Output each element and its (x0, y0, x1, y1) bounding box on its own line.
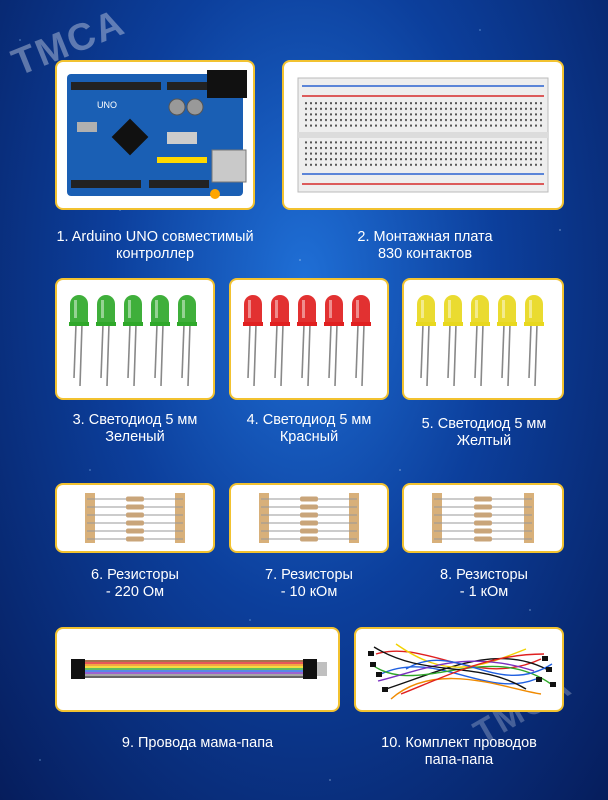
jumper-wires-card (354, 627, 564, 712)
resistor-icon (87, 520, 183, 526)
caption-line: контроллер (115, 246, 195, 262)
led-icon (69, 295, 89, 387)
red-led-caption: 4. Светодиод 5 мм Красный (214, 412, 404, 446)
green-led-icon (69, 295, 197, 387)
caption-line: - 220 Ом (105, 584, 165, 600)
led-icon (443, 295, 463, 387)
resistor-icon (261, 520, 357, 526)
led-icon (270, 295, 290, 387)
led-icon (416, 295, 436, 387)
led-icon (96, 295, 116, 387)
caption-line: Красный (279, 429, 339, 445)
led-icon (324, 295, 344, 387)
caption-line: 4. Светодиод 5 мм (246, 412, 372, 428)
resistor-1k-card (402, 483, 564, 553)
caption-line: - 1 кОм (459, 584, 509, 600)
led-icon (177, 295, 197, 387)
caption-line: 6. Резисторы (91, 567, 179, 583)
jumper-wires-icon (368, 643, 556, 700)
led-icon (497, 295, 517, 387)
breadboard-card (282, 60, 564, 210)
resistor-icon (87, 512, 183, 518)
ribbon-cable-caption: 9. Провода мама-папа (60, 735, 335, 752)
resistor-10k-card (229, 483, 389, 553)
resistor-icon (261, 536, 357, 542)
arduino-caption: 1. Arduino UNO совместимый контроллер (20, 229, 290, 263)
yellow-led-card (402, 278, 564, 400)
breadboard-icon (297, 77, 549, 193)
ribbon-cable-card (55, 627, 340, 712)
led-icon (351, 295, 371, 387)
caption-line: 9. Провода мама-папа (121, 735, 274, 751)
resistor-strip-icon (432, 493, 534, 543)
caption-line: 2. Монтажная плата (357, 229, 493, 245)
resistor-strip-icon (85, 493, 185, 543)
resistor-220-card (55, 483, 215, 553)
green-led-card (55, 278, 215, 400)
caption-line: папа-папа (424, 752, 494, 768)
led-icon (243, 295, 263, 387)
caption-line: 10. Комплект проводов (381, 735, 537, 751)
arduino-card: UNO (55, 60, 255, 210)
resistor-strip-icon (259, 493, 359, 543)
caption-line: 1. Arduino UNO совместимый (56, 229, 254, 245)
caption-line: 5. Светодиод 5 мм (421, 416, 547, 432)
caption-line: 830 контактов (377, 246, 473, 262)
breadboard-caption: 2. Монтажная плата 830 контактов (300, 229, 550, 263)
red-led-icon (243, 295, 371, 387)
led-icon (470, 295, 490, 387)
resistor-icon (261, 504, 357, 510)
caption-line: - 10 кОм (280, 584, 338, 600)
resistor-icon (434, 536, 532, 542)
caption-line: 7. Резисторы (265, 567, 353, 583)
resistor-220-caption: 6. Резисторы - 220 Ом (40, 567, 230, 601)
resistor-icon (434, 496, 532, 502)
resistor-1k-caption: 8. Резисторы - 1 кОм (392, 567, 576, 601)
resistor-icon (87, 528, 183, 534)
resistor-icon (87, 536, 183, 542)
svg-text:UNO: UNO (97, 100, 117, 110)
resistor-icon (87, 496, 183, 502)
caption-line: Желтый (456, 433, 512, 449)
resistor-icon (261, 528, 357, 534)
yellow-led-caption: 5. Светодиод 5 мм Желтый (392, 416, 576, 450)
ribbon-cable-icon (71, 659, 327, 679)
led-icon (150, 295, 170, 387)
led-icon (297, 295, 317, 387)
resistor-icon (434, 528, 532, 534)
caption-line: Зеленый (105, 429, 165, 445)
led-icon (524, 295, 544, 387)
red-led-card (229, 278, 389, 400)
yellow-led-icon (416, 295, 544, 387)
resistor-icon (261, 512, 357, 518)
arduino-board-icon: UNO (67, 70, 247, 199)
green-led-caption: 3. Светодиод 5 мм Зеленый (40, 412, 230, 446)
caption-line: 8. Резисторы (440, 567, 528, 583)
jumper-wires-caption: 10. Комплект проводов папа-папа (352, 735, 566, 769)
led-icon (123, 295, 143, 387)
resistor-icon (434, 520, 532, 526)
resistor-icon (434, 504, 532, 510)
resistor-icon (434, 512, 532, 518)
caption-line: 3. Светодиод 5 мм (72, 412, 198, 428)
resistor-10k-caption: 7. Резисторы - 10 кОм (214, 567, 404, 601)
resistor-icon (87, 504, 183, 510)
resistor-icon (261, 496, 357, 502)
